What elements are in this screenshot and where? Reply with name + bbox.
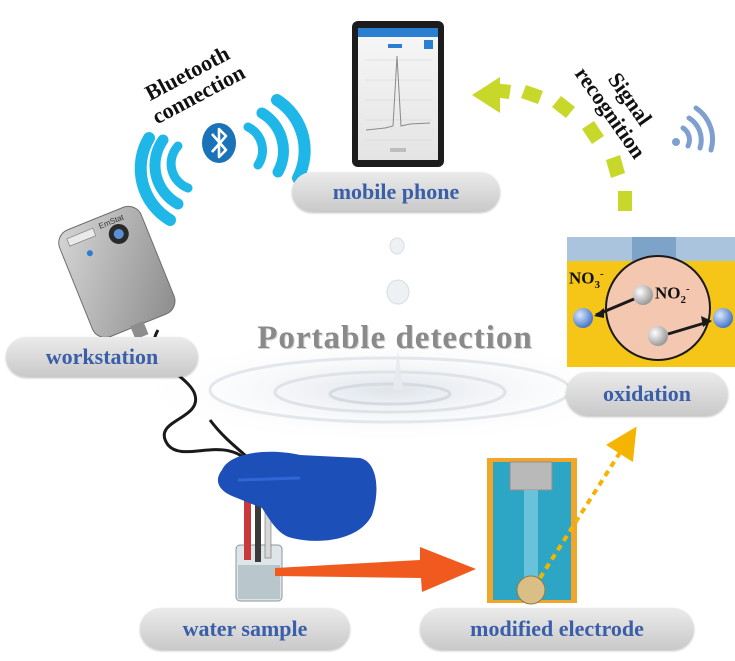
nitrate-sup: - (600, 268, 604, 280)
mobile-phone (352, 21, 444, 167)
nitrite-text: NO (655, 283, 681, 303)
bluetooth-waves (134, 94, 311, 226)
oxidation-label: oxidation (566, 372, 728, 416)
workstation-device: EmStat (58, 205, 176, 340)
red-arrow (275, 547, 476, 592)
glove (217, 451, 377, 541)
nitrite-sup: - (686, 283, 690, 295)
nitrate-label: NO3- (569, 268, 604, 291)
modified-electrode-label: modified electrode (420, 608, 694, 650)
nitrate-text: NO (569, 268, 595, 288)
water-sample-label: water sample (140, 608, 350, 650)
oxidation-panel (567, 237, 735, 367)
electrode-chip (487, 458, 577, 605)
center-title: Portable detection (257, 320, 533, 356)
workstation-label: workstation (6, 337, 198, 377)
mobile-phone-label: mobile phone (292, 172, 500, 212)
wifi-signal-icon (672, 105, 716, 153)
nitrate-sub: 3 (594, 279, 601, 292)
dashed-arrow (538, 426, 637, 580)
nitrite-sub: 2 (680, 294, 687, 307)
signal-arrow (472, 77, 632, 211)
nitrite-label: NO2- (655, 283, 690, 306)
bluetooth-icon (202, 123, 236, 163)
